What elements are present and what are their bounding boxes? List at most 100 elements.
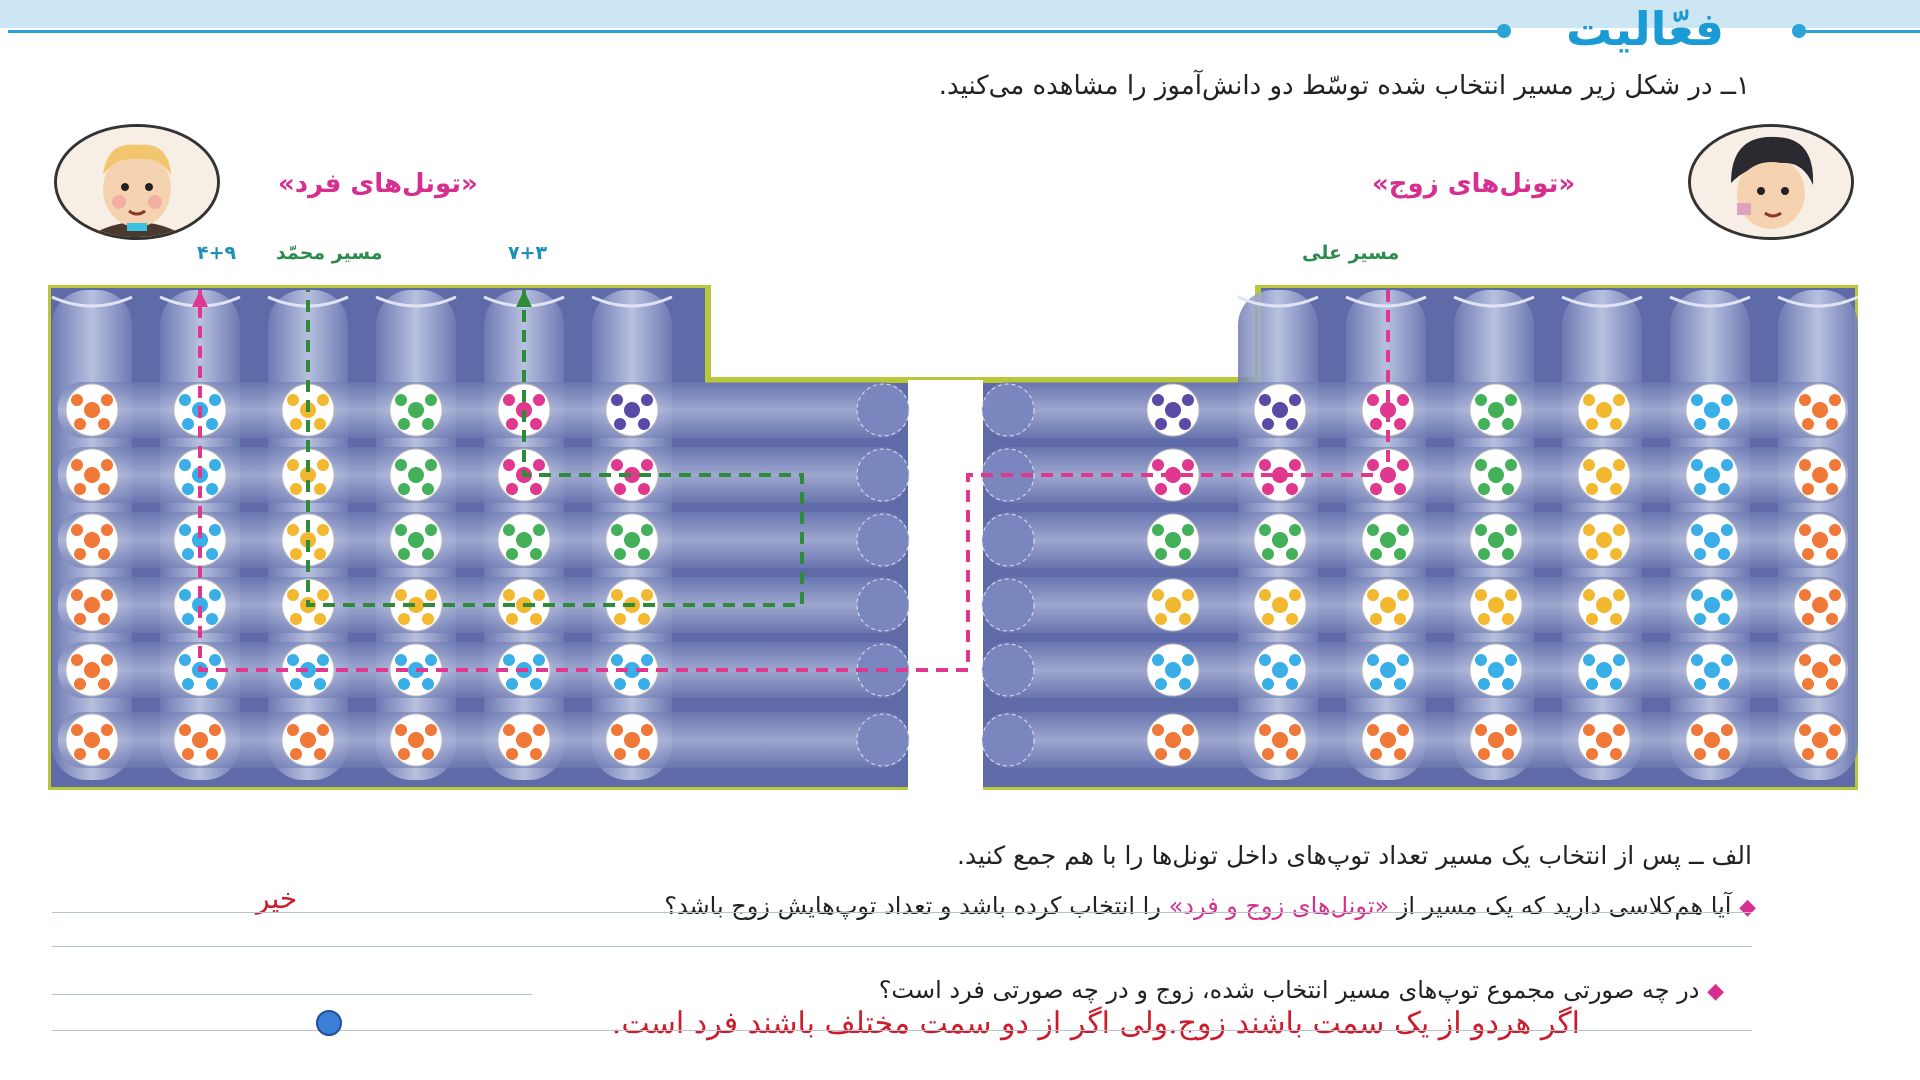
ball-patch xyxy=(1829,394,1841,406)
ball-patch xyxy=(1826,748,1838,760)
ball xyxy=(1685,713,1739,767)
tube-horizontal xyxy=(58,382,908,438)
ball-patch xyxy=(1370,748,1382,760)
even-tunnels-label: «تونل‌های زوج» xyxy=(1372,169,1576,199)
ball-patch xyxy=(1394,613,1406,625)
ball-patch xyxy=(503,589,515,601)
ball xyxy=(1253,383,1307,437)
ball-patch xyxy=(1691,524,1703,536)
ball xyxy=(1361,578,1415,632)
ball-patch xyxy=(1272,597,1288,613)
tube-horizontal xyxy=(983,447,1848,503)
ball xyxy=(605,448,659,502)
ball-patch xyxy=(84,402,100,418)
ball-patch xyxy=(614,483,626,495)
ball-patch xyxy=(1182,654,1194,666)
ball xyxy=(1577,448,1631,502)
ball-patch xyxy=(1394,483,1406,495)
ball-patch xyxy=(179,724,191,736)
ball-patch xyxy=(1802,748,1814,760)
ball-patch xyxy=(1259,524,1271,536)
ball-patch xyxy=(1799,459,1811,471)
ball-patch xyxy=(209,654,221,666)
ball-patch xyxy=(192,532,208,548)
ball-patch xyxy=(611,394,623,406)
ball-patch xyxy=(638,748,650,760)
ball xyxy=(1577,578,1631,632)
ball-patch xyxy=(398,678,410,690)
ball-patch xyxy=(1272,467,1288,483)
tube-mouth xyxy=(375,295,457,308)
ball-patch xyxy=(1478,748,1490,760)
ball-patch xyxy=(1259,654,1271,666)
header-dot-left xyxy=(1497,24,1511,38)
ball-patch xyxy=(1826,548,1838,560)
balls-layer xyxy=(65,383,1847,767)
ball-patch xyxy=(638,613,650,625)
routes-layer xyxy=(192,290,1390,672)
header-rule-right xyxy=(1798,30,1920,33)
ball-patch xyxy=(1799,654,1811,666)
arrow-up-icon xyxy=(192,290,208,307)
ball xyxy=(605,713,659,767)
ball-patch xyxy=(179,459,191,471)
ball-patch xyxy=(71,524,83,536)
ball-patch xyxy=(425,589,437,601)
ball-patch xyxy=(1586,748,1598,760)
ball-patch xyxy=(1610,748,1622,760)
ball-patch xyxy=(1613,394,1625,406)
ball-patch xyxy=(614,748,626,760)
boy-face-icon xyxy=(57,127,217,237)
ball-patch xyxy=(1829,654,1841,666)
tunnel-end xyxy=(856,383,910,437)
ball-patch xyxy=(1179,678,1191,690)
ball-patch xyxy=(1826,613,1838,625)
ball-patch xyxy=(1596,532,1612,548)
ball-patch xyxy=(1394,678,1406,690)
ball-patch xyxy=(1179,483,1191,495)
ball-patch xyxy=(1370,613,1382,625)
tunnel-end xyxy=(856,578,910,632)
ball-patch xyxy=(317,724,329,736)
ball-patch xyxy=(1583,654,1595,666)
ball-patch xyxy=(1610,613,1622,625)
tunnel-end xyxy=(856,513,910,567)
ball-patch xyxy=(1394,748,1406,760)
ball-patch xyxy=(1596,732,1612,748)
ball xyxy=(1469,713,1523,767)
ball-patch xyxy=(1505,654,1517,666)
ball xyxy=(1793,513,1847,567)
cursor-dot[interactable] xyxy=(316,1010,342,1036)
ball-patch xyxy=(1502,748,1514,760)
ball-patch xyxy=(101,654,113,666)
ball xyxy=(173,578,227,632)
ball-patch xyxy=(206,483,218,495)
ball-patch xyxy=(503,654,515,666)
ball-patch xyxy=(1367,654,1379,666)
ball xyxy=(1577,513,1631,567)
ball-patch xyxy=(74,548,86,560)
ball-patch xyxy=(422,613,434,625)
ball-patch xyxy=(1397,524,1409,536)
ball-patch xyxy=(614,678,626,690)
answer-line-2 xyxy=(52,946,1752,947)
ball-patch xyxy=(1289,654,1301,666)
ball-patch xyxy=(1704,597,1720,613)
ball-patch xyxy=(1829,524,1841,536)
ball-patch xyxy=(1802,613,1814,625)
ball-patch xyxy=(1380,597,1396,613)
ball xyxy=(1146,713,1200,767)
ball-patch xyxy=(314,483,326,495)
ball-patch xyxy=(1613,459,1625,471)
ball-patch xyxy=(611,459,623,471)
ball-patch xyxy=(1718,748,1730,760)
ball-patch xyxy=(1829,589,1841,601)
ball xyxy=(1253,448,1307,502)
ball-patch xyxy=(1367,524,1379,536)
question-1-prefix: آیا هم‌کلاسی دارید که یک مسیر از xyxy=(1396,892,1732,920)
ball-patch xyxy=(1397,724,1409,736)
top-band xyxy=(0,0,1920,28)
sum-label-mid: ۷+۳ xyxy=(508,242,548,264)
ball-patch xyxy=(1272,732,1288,748)
ball-patch xyxy=(408,532,424,548)
